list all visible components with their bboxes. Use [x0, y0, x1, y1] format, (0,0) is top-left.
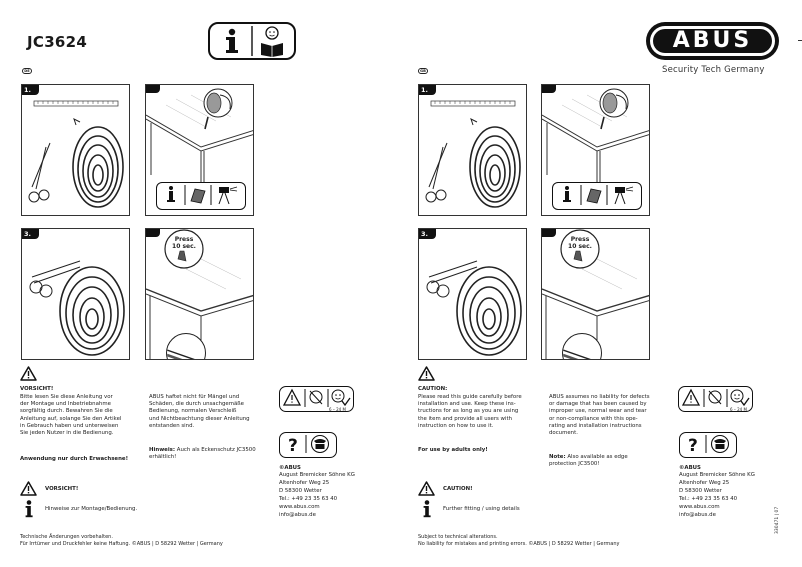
address-tel-en: Tel.: +49 23 35 63 40	[679, 496, 738, 502]
address-web-en[interactable]: www.abus.com	[679, 504, 720, 510]
address-city: D 58300 Wetter	[279, 488, 322, 494]
abus-logo-text: ABUS	[672, 28, 753, 53]
step4-badge	[146, 229, 160, 237]
step3-badge: 3.	[22, 229, 39, 239]
step4-badge-en	[542, 229, 556, 237]
step2-illustration-en	[541, 84, 650, 216]
age-range: 6 – 24 M	[329, 407, 346, 412]
footer-line1-en: Subject to technical alterations.	[418, 534, 498, 540]
info-icon	[25, 500, 33, 518]
step1-illustration: 1.	[21, 84, 130, 216]
warning-body: Bitte lesen Sie diese Anleitung vor der …	[20, 394, 122, 437]
side-code: 330471 | 07	[775, 506, 780, 534]
info-text: Hinweise zur Montage/Bedienung.	[45, 506, 138, 512]
age-range-en: 6 – 24 M	[730, 407, 747, 412]
address-email-en[interactable]: info@abus.de	[679, 512, 716, 518]
hint-body-en: Also available as edge protection JC3500…	[549, 454, 628, 468]
warning-heading-en: CAUTION:	[418, 386, 448, 392]
footer-line1: Technische Änderungen vorbehalten.	[20, 534, 113, 540]
address-email[interactable]: info@abus.de	[279, 512, 316, 518]
prepare-surface-icons-en	[552, 182, 642, 210]
caution-triangle-icon	[20, 481, 37, 496]
hint-text-en: Note: Also available as edge protection …	[549, 454, 677, 468]
address-web[interactable]: www.abus.com	[279, 504, 320, 510]
age-warning-icons	[279, 386, 354, 412]
adults-notice: Anwendung nur durch Erwachsene!	[20, 456, 129, 462]
warning-heading: VORSICHT!	[20, 386, 54, 392]
help-phone-icons: ?	[279, 432, 337, 458]
step1-badge: 1.	[22, 85, 39, 95]
read-manual-icon	[208, 22, 296, 60]
step3-badge-en: 3.	[419, 229, 436, 239]
footer-line2: Für Irrtümer und Druckfehler keine Haftu…	[20, 541, 223, 547]
footer-line2-en: No liability for mistakes and printing e…	[418, 541, 620, 547]
step3-illustration-en: 3.	[418, 228, 527, 360]
hint-body: Auch als Eckenschutz JC3500 erhältlich!	[149, 447, 256, 461]
step1-illustration-en: 1.	[418, 84, 527, 216]
caution-label: VORSICHT!	[45, 486, 79, 492]
tagline: Security Tech Germany	[662, 65, 765, 75]
step4-illustration-en: Press 10 sec.	[541, 228, 650, 360]
warning-triangle-icon-en	[418, 366, 435, 381]
step4-illustration: Press 10 sec.	[145, 228, 254, 360]
step3-illustration: 3.	[21, 228, 130, 360]
caution-label-en: CAUTION!	[443, 486, 473, 492]
step1-badge-en: 1.	[419, 85, 436, 95]
svg-text:?: ?	[288, 436, 298, 455]
abus-logo: ABUS	[645, 21, 780, 61]
lang-badge-gb: GB	[418, 68, 428, 74]
liability-text-en: ABUS assumes no liability for defects or…	[549, 394, 650, 437]
info-text-en: Further fitting / using details	[443, 506, 520, 512]
step2-illustration	[145, 84, 254, 216]
info-icon-en	[423, 500, 431, 518]
svg-text:?: ?	[688, 436, 698, 455]
zoom-detail	[166, 333, 206, 359]
model-number: JC3624	[27, 33, 88, 51]
age-warning-icons-en	[678, 386, 753, 412]
press-label: Press 10 sec.	[172, 236, 196, 250]
prepare-surface-icons	[156, 182, 246, 210]
press-label-en: Press 10 sec.	[568, 236, 592, 250]
trim-mark	[798, 40, 802, 41]
hint-label-en: Note:	[549, 454, 566, 460]
address-tel: Tel.: +49 23 35 63 40	[279, 496, 338, 502]
hint-label: Hinweis:	[149, 447, 176, 453]
hint-text: Hinweis: Auch als Eckenschutz JC3500 erh…	[149, 447, 277, 461]
liability-text: ABUS haftet nicht für Mängel und Schäden…	[149, 394, 250, 429]
address-company: ©ABUS	[279, 465, 301, 471]
address-name: August Bremicker Söhne KG	[279, 472, 355, 478]
step2-badge-en	[542, 85, 556, 93]
address-name-en: August Bremicker Söhne KG	[679, 472, 755, 478]
address-street: Altenhofer Weg 25	[279, 480, 330, 486]
help-phone-icons-en: ?	[679, 432, 737, 458]
lang-badge-de: DE	[22, 68, 32, 74]
address-company-en: ©ABUS	[679, 465, 701, 471]
address-city-en: D 58300 Wetter	[679, 488, 722, 494]
warning-triangle-icon	[20, 366, 37, 381]
warning-body-en: Please read this guide carefully before …	[418, 394, 522, 429]
address-street-en: Altenhofer Weg 25	[679, 480, 730, 486]
caution-triangle-icon-en	[418, 481, 435, 496]
step2-badge	[146, 85, 160, 93]
adults-notice-en: For use by adults only!	[418, 447, 488, 453]
